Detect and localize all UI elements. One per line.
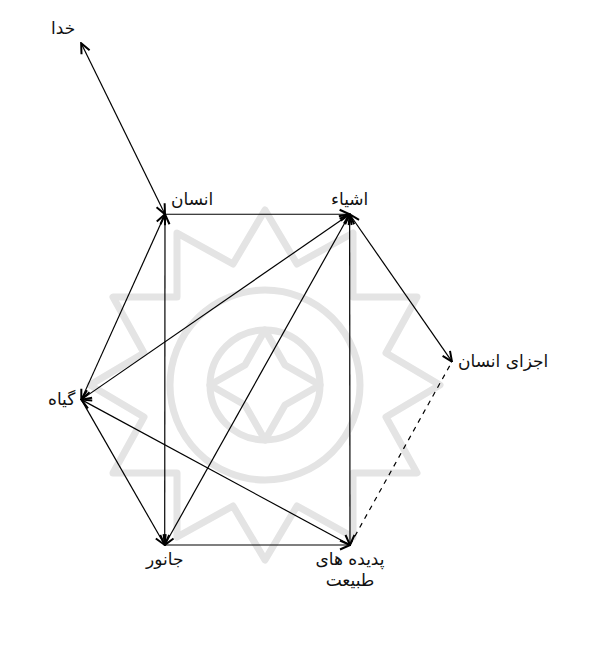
concept-node: پدیده های طبیعت bbox=[304, 545, 396, 596]
relation-line bbox=[81, 214, 165, 399]
node-label: پدیده های طبیعت bbox=[310, 549, 390, 592]
node-label: اجزای انسان bbox=[458, 351, 548, 372]
relation-line bbox=[350, 362, 452, 545]
relation-line bbox=[165, 544, 350, 545]
relation-line bbox=[81, 400, 350, 545]
node-label: جانور bbox=[146, 549, 183, 570]
concept-node: اجزای انسان bbox=[452, 347, 554, 376]
node-label: گیاه bbox=[48, 389, 75, 410]
concept-node: گیاه bbox=[42, 385, 81, 414]
concept-node: انسان bbox=[165, 185, 219, 214]
concept-node: خدا bbox=[45, 14, 81, 43]
relation-line bbox=[165, 214, 350, 215]
concept-node: جانور bbox=[140, 545, 189, 574]
relation-line bbox=[349, 214, 351, 545]
relation-line bbox=[164, 214, 165, 545]
relation-line bbox=[81, 43, 165, 214]
relation-line bbox=[350, 214, 452, 361]
relation-line bbox=[81, 214, 349, 399]
concept-node: اشیاء bbox=[325, 185, 374, 214]
relation-line bbox=[81, 400, 164, 545]
node-label: انسان bbox=[171, 189, 213, 210]
node-label: اشیاء bbox=[331, 189, 368, 210]
node-label: خدا bbox=[51, 18, 75, 39]
